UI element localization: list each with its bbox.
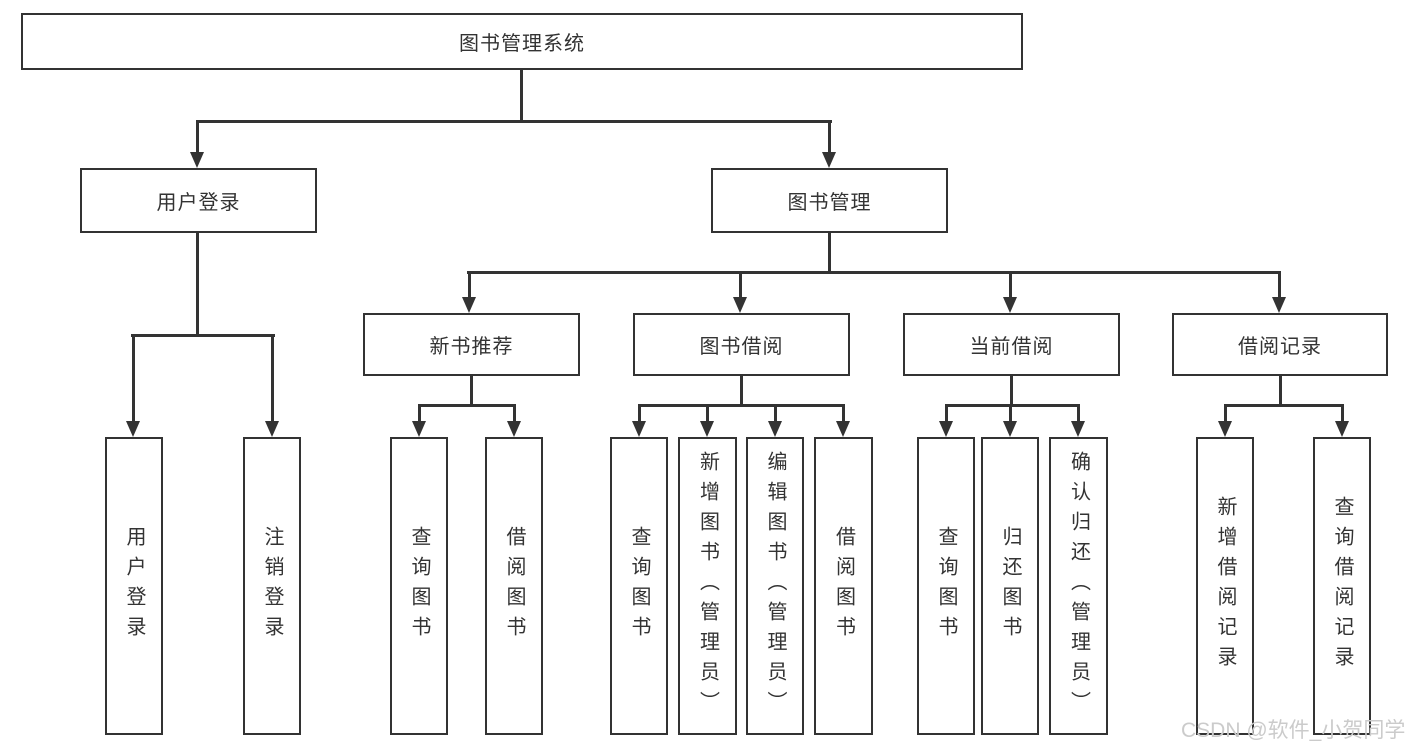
connector-current-borrow-branch — [945, 404, 1079, 407]
arrow-down-icon — [836, 421, 850, 437]
connector-borrow-records-branch — [1224, 404, 1343, 407]
leaf-edit-book-admin-label: 编辑图书（管理员） — [764, 451, 786, 721]
connector-book-mgmt-branch — [467, 271, 1281, 274]
node-book-mgmt: 图书管理 — [711, 168, 948, 233]
connector-new-book-rec-branch — [418, 404, 515, 407]
connector-user-login-drop — [196, 232, 199, 337]
arrow-down-icon — [1335, 421, 1349, 437]
connector-to-leaf — [1224, 404, 1227, 423]
node-root-label: 图书管理系统 — [459, 33, 585, 55]
node-root: 图书管理系统 — [21, 13, 1023, 70]
leaf-confirm-return-admin-label: 确认归还（管理员） — [1067, 451, 1090, 721]
csdn-watermark: CSDN @软件_小贺同学 — [1181, 719, 1405, 742]
connector-book-borrow-branch — [638, 404, 844, 407]
arrow-down-icon — [1003, 297, 1017, 313]
arrow-down-icon — [1218, 421, 1232, 437]
leaf-add-borrow-record-label: 新增借阅记录 — [1214, 496, 1236, 676]
arrow-down-icon — [733, 297, 747, 313]
node-current-borrow: 当前借阅 — [903, 313, 1120, 376]
leaf-query-book-current-label: 查询图书 — [935, 526, 957, 646]
connector-user-login-branch — [131, 334, 275, 337]
connector-root-drop — [520, 69, 523, 122]
connector-to-new-book-rec — [468, 271, 471, 299]
connector-borrow-records-drop — [1279, 375, 1282, 407]
arrow-down-icon — [768, 421, 782, 437]
leaf-edit-book-admin: 编辑图书（管理员） — [746, 437, 804, 735]
arrow-down-icon — [632, 421, 646, 437]
arrow-down-icon — [462, 297, 476, 313]
connector-to-leaf — [513, 404, 516, 423]
leaf-borrow-book-rec: 借阅图书 — [485, 437, 543, 735]
leaf-add-book-admin-label: 新增图书（管理员） — [696, 451, 719, 721]
leaf-user-login-label: 用户登录 — [123, 526, 145, 646]
connector-to-leaf — [132, 334, 135, 424]
leaf-query-book-borrow: 查询图书 — [610, 437, 668, 735]
leaf-logout: 注销登录 — [243, 437, 301, 735]
connector-to-book-borrow — [739, 271, 742, 299]
leaf-add-book-admin: 新增图书（管理员） — [678, 437, 737, 735]
leaf-query-borrow-record-label: 查询借阅记录 — [1331, 496, 1353, 676]
arrow-down-icon — [822, 152, 836, 168]
connector-to-borrow-records — [1278, 271, 1281, 299]
connector-to-current-borrow — [1009, 271, 1012, 299]
leaf-add-borrow-record: 新增借阅记录 — [1196, 437, 1254, 735]
connector-to-leaf — [271, 334, 274, 424]
node-user-login: 用户登录 — [80, 168, 317, 233]
node-book-mgmt-label: 图书管理 — [787, 192, 872, 214]
node-current-borrow-label: 当前借阅 — [969, 336, 1054, 358]
connector-book-borrow-drop — [740, 375, 743, 407]
connector-to-leaf — [1077, 404, 1080, 423]
node-new-book-rec: 新书推荐 — [363, 313, 580, 376]
arrow-down-icon — [1071, 421, 1085, 437]
arrow-down-icon — [126, 421, 140, 437]
node-user-login-label: 用户登录 — [156, 192, 241, 214]
connector-to-leaf — [842, 404, 845, 423]
leaf-borrow-book-rec-label: 借阅图书 — [503, 526, 525, 646]
leaf-logout-label: 注销登录 — [261, 526, 283, 646]
leaf-query-book-current: 查询图书 — [917, 437, 975, 735]
connector-root-branch — [196, 120, 832, 123]
arrow-down-icon — [190, 152, 204, 168]
node-borrow-records-label: 借阅记录 — [1238, 336, 1322, 358]
node-new-book-rec-label: 新书推荐 — [429, 336, 514, 358]
connector-to-leaf — [1341, 404, 1344, 423]
connector-to-leaf — [1009, 404, 1012, 423]
connector-current-borrow-drop — [1010, 375, 1013, 407]
leaf-return-book: 归还图书 — [981, 437, 1039, 735]
leaf-query-book-rec: 查询图书 — [390, 437, 448, 735]
connector-book-mgmt-drop — [828, 232, 831, 274]
arrow-down-icon — [1003, 421, 1017, 437]
arrow-down-icon — [265, 421, 279, 437]
leaf-query-borrow-record: 查询借阅记录 — [1313, 437, 1371, 735]
leaf-borrow-book-label: 借阅图书 — [832, 526, 855, 646]
connector-new-book-rec-drop — [470, 375, 473, 407]
node-book-borrow-label: 图书借阅 — [699, 336, 784, 358]
arrow-down-icon — [1272, 297, 1286, 313]
connector-to-leaf — [418, 404, 421, 423]
arrow-down-icon — [507, 421, 521, 437]
leaf-user-login: 用户登录 — [105, 437, 163, 735]
leaf-query-book-rec-label: 查询图书 — [408, 526, 430, 646]
connector-to-user-login — [196, 120, 199, 153]
leaf-return-book-label: 归还图书 — [999, 526, 1021, 646]
connector-to-book-mgmt — [828, 120, 831, 153]
node-borrow-records: 借阅记录 — [1172, 313, 1388, 376]
leaf-confirm-return-admin: 确认归还（管理员） — [1049, 437, 1108, 735]
connector-to-leaf — [706, 404, 709, 423]
arrow-down-icon — [939, 421, 953, 437]
leaf-borrow-book: 借阅图书 — [814, 437, 873, 735]
connector-to-leaf — [774, 404, 777, 423]
arrow-down-icon — [412, 421, 426, 437]
connector-to-leaf — [945, 404, 948, 423]
node-book-borrow: 图书借阅 — [633, 313, 850, 376]
connector-to-leaf — [638, 404, 641, 423]
arrow-down-icon — [700, 421, 714, 437]
leaf-query-book-borrow-label: 查询图书 — [628, 526, 650, 646]
